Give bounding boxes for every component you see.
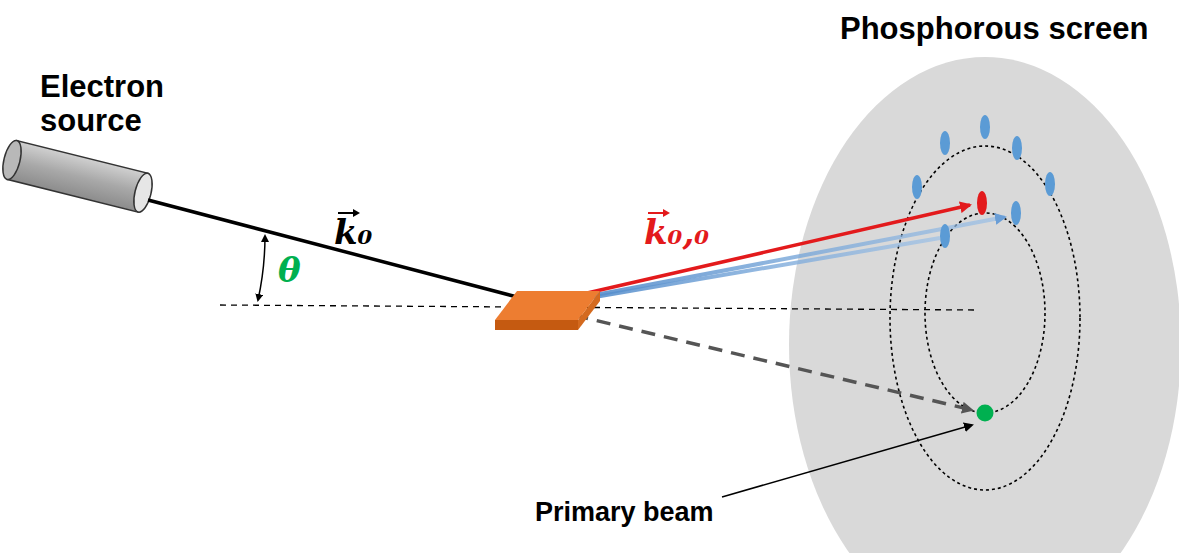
- device-label: Phosphorous screen: [840, 12, 1170, 46]
- diffracted-beam: [548, 217, 1005, 304]
- vector-label: k₀,₀: [644, 214, 754, 251]
- electron-gun: [0, 139, 156, 214]
- sample: [495, 291, 600, 330]
- specular-beam: [548, 205, 970, 302]
- diffraction-ring: [925, 213, 1045, 413]
- vector-label: k₀: [334, 214, 414, 251]
- device-label: Electron source: [40, 70, 230, 138]
- leader-line: [722, 425, 972, 497]
- specular-spot: [977, 191, 987, 215]
- primary-beam-path: [552, 310, 972, 410]
- primary-beam-spot: [977, 405, 994, 422]
- angle-arc: [258, 236, 265, 300]
- phosphor-screen: [789, 57, 1179, 553]
- diffracted-beam: [548, 238, 940, 305]
- beam-label: Primary beam: [535, 498, 775, 528]
- incident-beam: [148, 200, 540, 303]
- diffraction-ring: [890, 146, 1080, 490]
- diffraction-spots: [912, 115, 1055, 248]
- angle-label: θ: [278, 252, 328, 289]
- axis-line: [220, 305, 975, 310]
